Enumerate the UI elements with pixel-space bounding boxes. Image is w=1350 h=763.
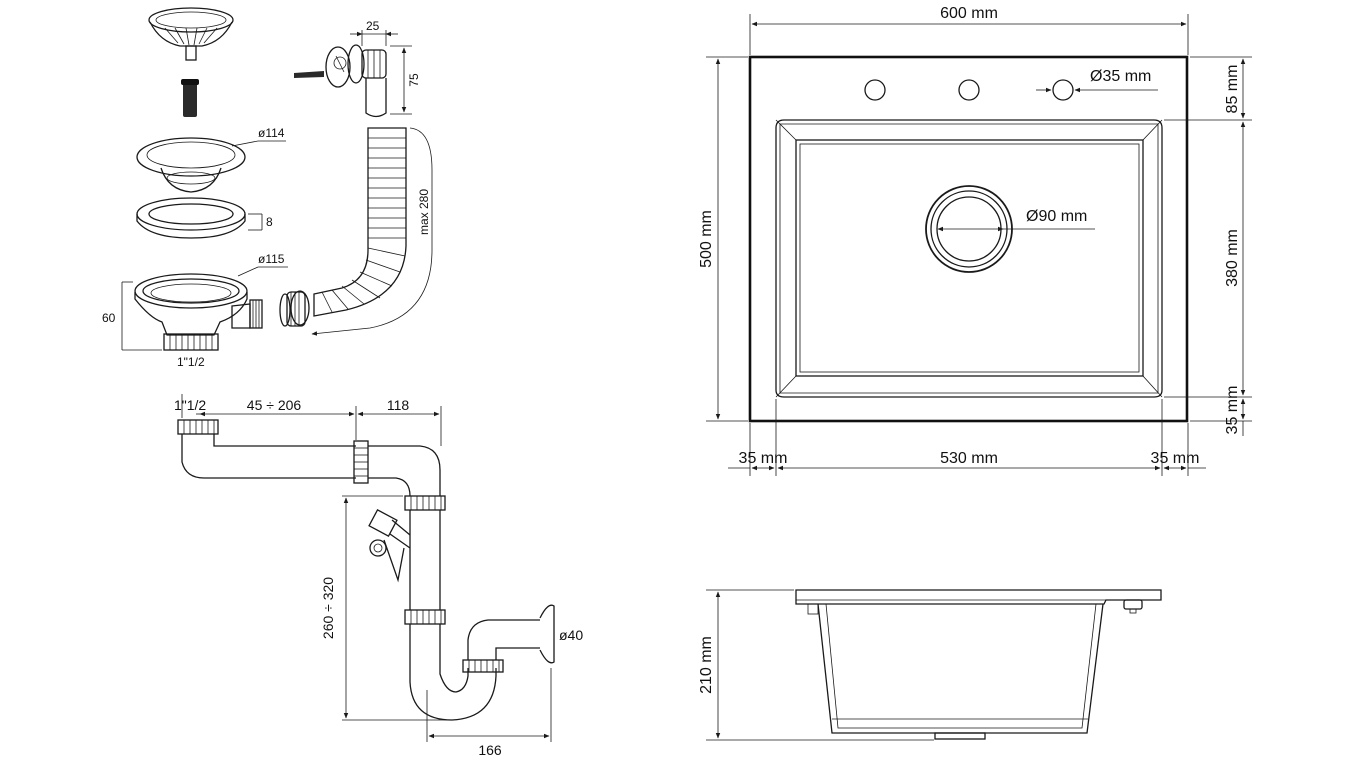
hose-length-label: max 280 xyxy=(417,189,431,235)
bottom-margin-35-label: 35 mm xyxy=(1224,386,1241,435)
inlet-size-label: 1"1/2 xyxy=(174,397,206,413)
siphon-inlet-nut xyxy=(177,419,219,435)
overflow-hose xyxy=(279,127,407,327)
basket-strainer xyxy=(148,7,234,61)
bowl-width-530-label: 530 mm xyxy=(940,450,998,467)
body-diameter-label: ø115 xyxy=(258,252,285,266)
tap-hole-diameter-label: Ø35 mm xyxy=(1090,68,1151,85)
overflow-height-label: 75 xyxy=(407,73,421,87)
siphon-outlet-flange xyxy=(539,604,555,664)
height-500-label: 500 mm xyxy=(698,210,715,268)
offset-118-label: 118 xyxy=(387,397,410,413)
tap-hole-center xyxy=(958,79,980,101)
strainer-screw xyxy=(181,79,199,117)
extension-length-label: 45 ÷ 206 xyxy=(247,397,302,413)
body-height-label: 60 xyxy=(102,311,116,325)
tap-hole-right xyxy=(1052,79,1074,101)
gasket-thickness-label: 8 xyxy=(266,215,273,229)
outlet-diameter-label: ø40 xyxy=(559,627,583,643)
bowl-outline xyxy=(775,119,1163,398)
siphon-height-label: 260 ÷ 320 xyxy=(320,577,336,639)
strainer-gasket xyxy=(136,197,246,239)
width-600-label: 600 mm xyxy=(940,5,998,22)
flange-diameter-label: ø114 xyxy=(258,126,285,140)
body-thread-label: 1"1/2 xyxy=(177,355,205,369)
strainer-body xyxy=(134,273,263,351)
overflow-fitting xyxy=(294,44,387,118)
overflow-width-label: 25 xyxy=(366,19,380,33)
bowl-height-380-label: 380 mm xyxy=(1224,229,1241,287)
strainer-assembly: ø114 8 xyxy=(102,7,433,369)
drain-diameter-label: Ø90 mm xyxy=(1026,208,1087,225)
sink-top-view: 600 mm 500 mm Ø35 mm Ø90 mm 85 mm 380 mm… xyxy=(698,5,1252,476)
siphon-assembly: ø40 1"1/2 45 ÷ 206 118 260 ÷ 320 166 xyxy=(174,394,583,758)
depth-210-label: 210 mm xyxy=(698,636,715,694)
siphon-width-label: 166 xyxy=(478,742,502,758)
siphon-trap xyxy=(409,624,497,721)
strainer-flange xyxy=(136,137,246,193)
top-margin-85-label: 85 mm xyxy=(1224,65,1241,114)
tap-hole-left xyxy=(864,79,886,101)
right-margin-35-label: 35 mm xyxy=(1151,450,1200,467)
sink-side-view: 210 mm xyxy=(698,589,1162,741)
basin-profile xyxy=(817,603,1104,734)
left-margin-35-label: 35 mm xyxy=(739,450,788,467)
